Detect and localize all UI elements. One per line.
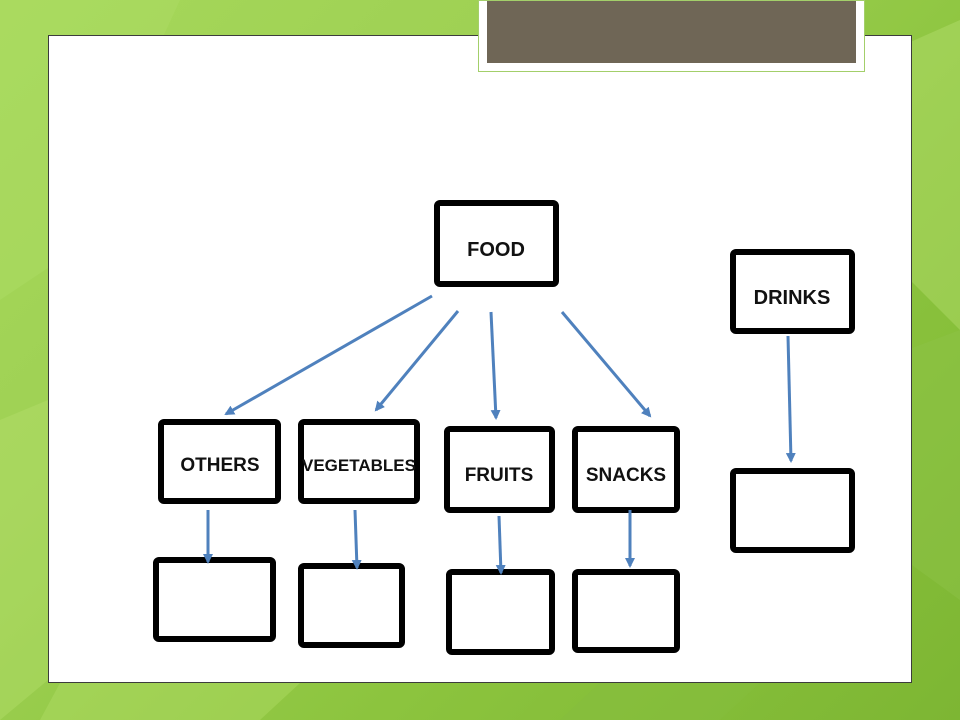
arrow-fruits-to-answer [495,515,506,575]
snacks-box: SNACKS [572,426,680,513]
fruits-label: FRUITS [465,465,534,486]
fruits-box: FRUITS [444,426,555,513]
snacks-answer-box [572,569,680,653]
others-box: OTHERS [158,419,281,504]
vegetables-label: VEGETABLES [302,456,416,475]
food-box: FOOD [434,200,559,287]
arrow-drinks-to-answer [785,335,796,463]
vegetables-answer-box [298,563,405,648]
arrow-food-to-others [224,294,433,416]
arrow-food-to-snacks [560,311,652,418]
food-label: FOOD [467,239,525,261]
title-placeholder-fill [487,1,856,63]
arrow-food-to-vegetables [374,310,460,412]
drinks-label: DRINKS [754,287,831,309]
others-answer-box [153,557,276,642]
fruits-answer-box [446,569,555,655]
drinks-box: DRINKS [730,249,855,334]
vegetables-box: VEGETABLES [298,419,420,504]
drinks-answer-box [730,468,855,553]
arrow-food-to-fruits [489,311,501,420]
title-placeholder-tab [478,0,865,72]
arrow-vegetables-to-answer [351,509,362,570]
snacks-label: SNACKS [586,465,666,486]
others-label: OTHERS [180,455,259,476]
